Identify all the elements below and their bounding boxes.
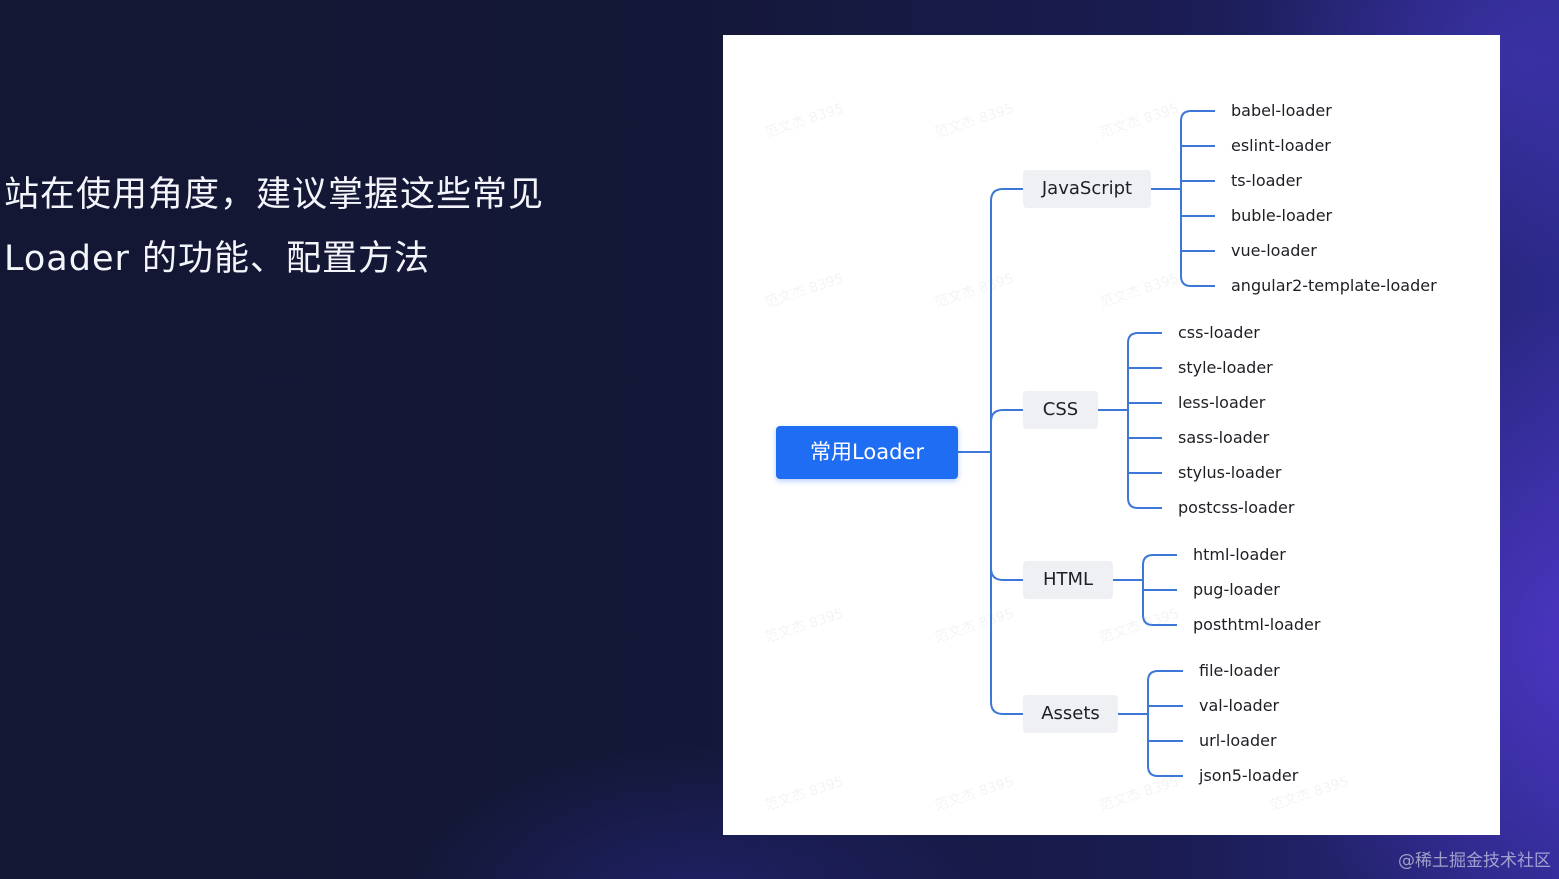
connector-leaf [1180,110,1215,122]
slide-heading-line-1: 站在使用角度，建议掌握这些常见 [4,175,545,215]
connector-leaf [1127,497,1162,509]
leaf-file-loader: file-loader [1199,661,1280,680]
category-node-javascript: JavaScript [1023,170,1151,208]
connector-leaf [1180,275,1215,287]
leaf-sass-loader: sass-loader [1178,428,1270,447]
connector-lines [958,110,1215,777]
category-node-assets: Assets [1023,695,1118,733]
site-credit: @稀土掘金技术社区 [1398,851,1551,871]
category-node-css: CSS [1023,391,1098,429]
mindmap-figure: 范文杰 8395 范文杰 8395 范文杰 8395 范文杰 8395 范文杰 … [723,35,1500,835]
leaf-ts-loader: ts-loader [1231,171,1302,190]
leaf-postcss-loader: postcss-loader [1178,498,1295,517]
connector-category [990,567,1023,581]
slide-heading-line-2: Loader 的功能、配置方法 [4,239,431,279]
leaf-style-loader: style-loader [1178,358,1273,377]
connector-leaf [1127,332,1162,344]
leaf-vue-loader: vue-loader [1231,241,1317,260]
leaf-posthtml-loader: posthtml-loader [1193,615,1321,634]
leaf-eslint-loader: eslint-loader [1231,136,1331,155]
category-node-html: HTML [1023,561,1113,599]
connector-leaf [1147,670,1183,682]
leaf-json5-loader: json5-loader [1199,766,1299,785]
leaf-html-loader: html-loader [1193,545,1286,564]
leaf-less-loader: less-loader [1178,393,1266,412]
leaf-url-loader: url-loader [1199,731,1277,750]
connector-category [990,409,1023,423]
slide-heading: 站在使用角度，建议掌握这些常见 Loader 的功能、配置方法 [4,163,604,291]
leaf-val-loader: val-loader [1199,696,1280,715]
connector-leaf [1147,765,1183,777]
connector-category [990,188,1023,202]
leaf-stylus-loader: stylus-loader [1178,463,1282,482]
connector-category [990,701,1023,715]
leaf-angular2-template-loader: angular2-template-loader [1231,276,1437,295]
leaf-css-loader: css-loader [1178,323,1260,342]
connector-leaf [1142,554,1177,566]
leaf-pug-loader: pug-loader [1193,580,1280,599]
root-node: 常用Loader [776,426,958,479]
connector-leaf [1142,614,1177,626]
leaf-buble-loader: buble-loader [1231,206,1333,225]
leaf-babel-loader: babel-loader [1231,101,1332,120]
